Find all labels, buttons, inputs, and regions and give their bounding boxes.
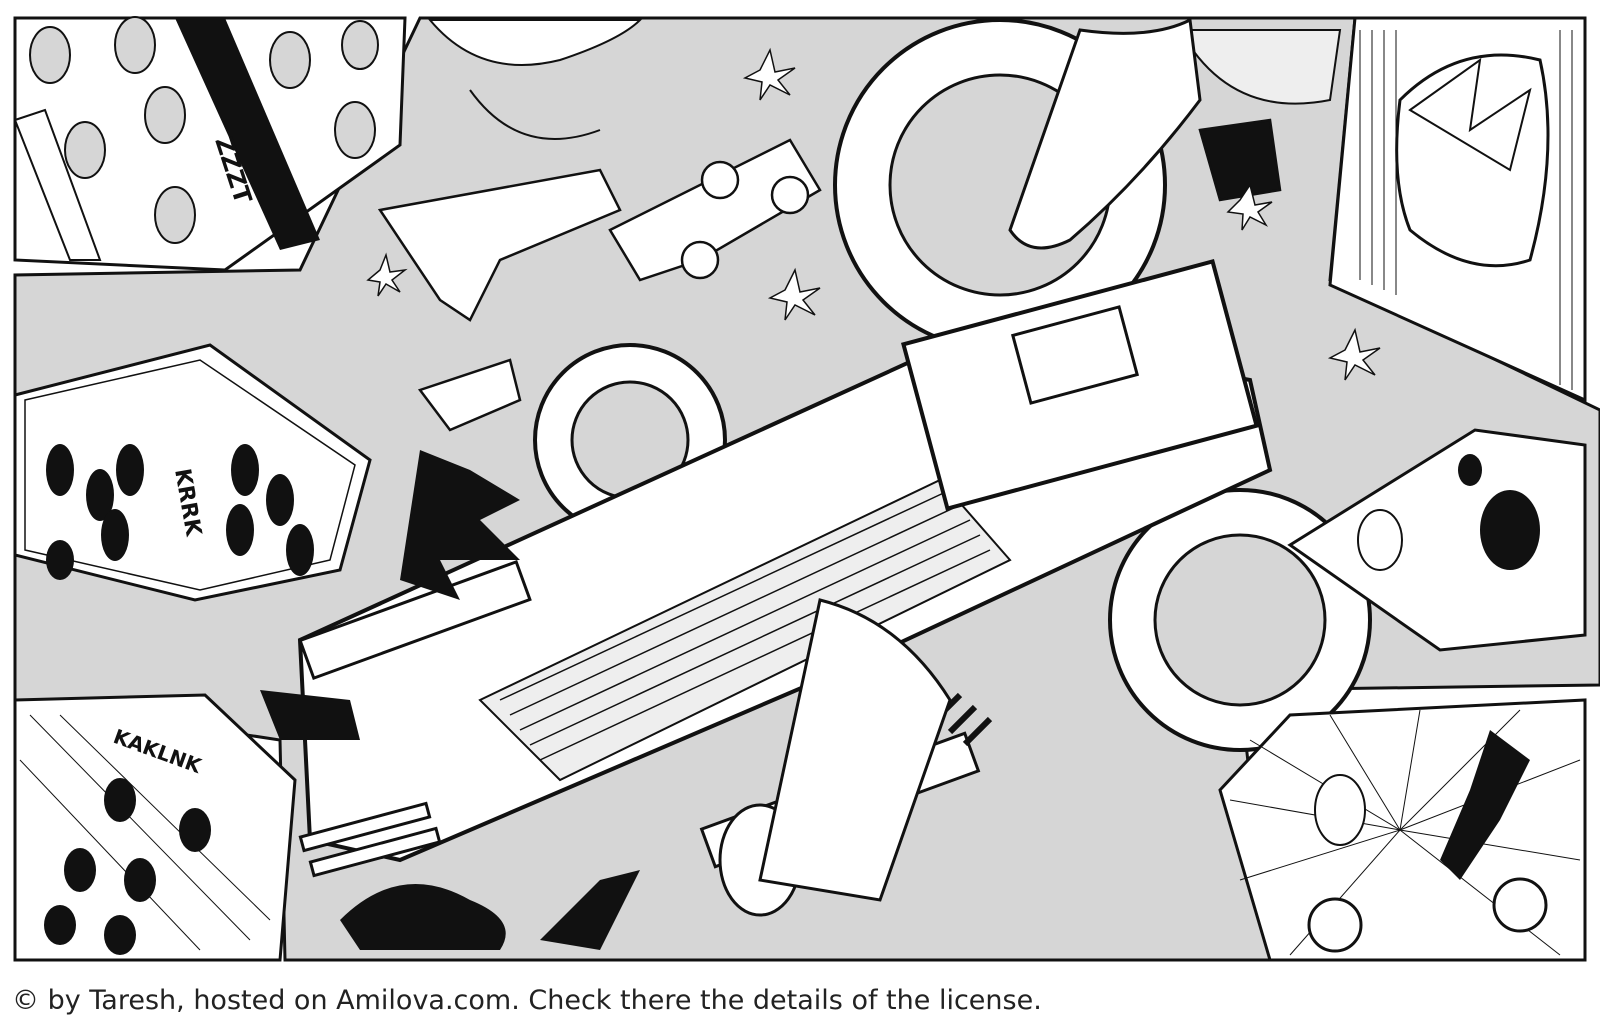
comic-illustration: ZZZT KRRK xyxy=(13,16,1600,962)
fighter-characters xyxy=(260,17,1202,950)
panel-top-left: ZZZT xyxy=(13,16,407,272)
license-text: © by Taresh, hosted on Amilova.com. Chec… xyxy=(12,985,1042,1016)
central-spaceship xyxy=(297,18,1372,878)
panel-left-corridor: KRRK xyxy=(13,343,372,602)
panel-right-middle xyxy=(1287,428,1587,652)
panel-bottom-left: KAKLNK xyxy=(13,693,297,962)
panel-top-right xyxy=(1328,16,1587,403)
comic-page: ZZZT KRRK xyxy=(13,16,1600,962)
enemy-ships xyxy=(377,118,1282,432)
panel-bottom-right xyxy=(1218,698,1587,962)
license-footer: © by Taresh, hosted on Amilova.com. Chec… xyxy=(0,970,1600,1025)
explosion-effects xyxy=(366,47,1381,381)
